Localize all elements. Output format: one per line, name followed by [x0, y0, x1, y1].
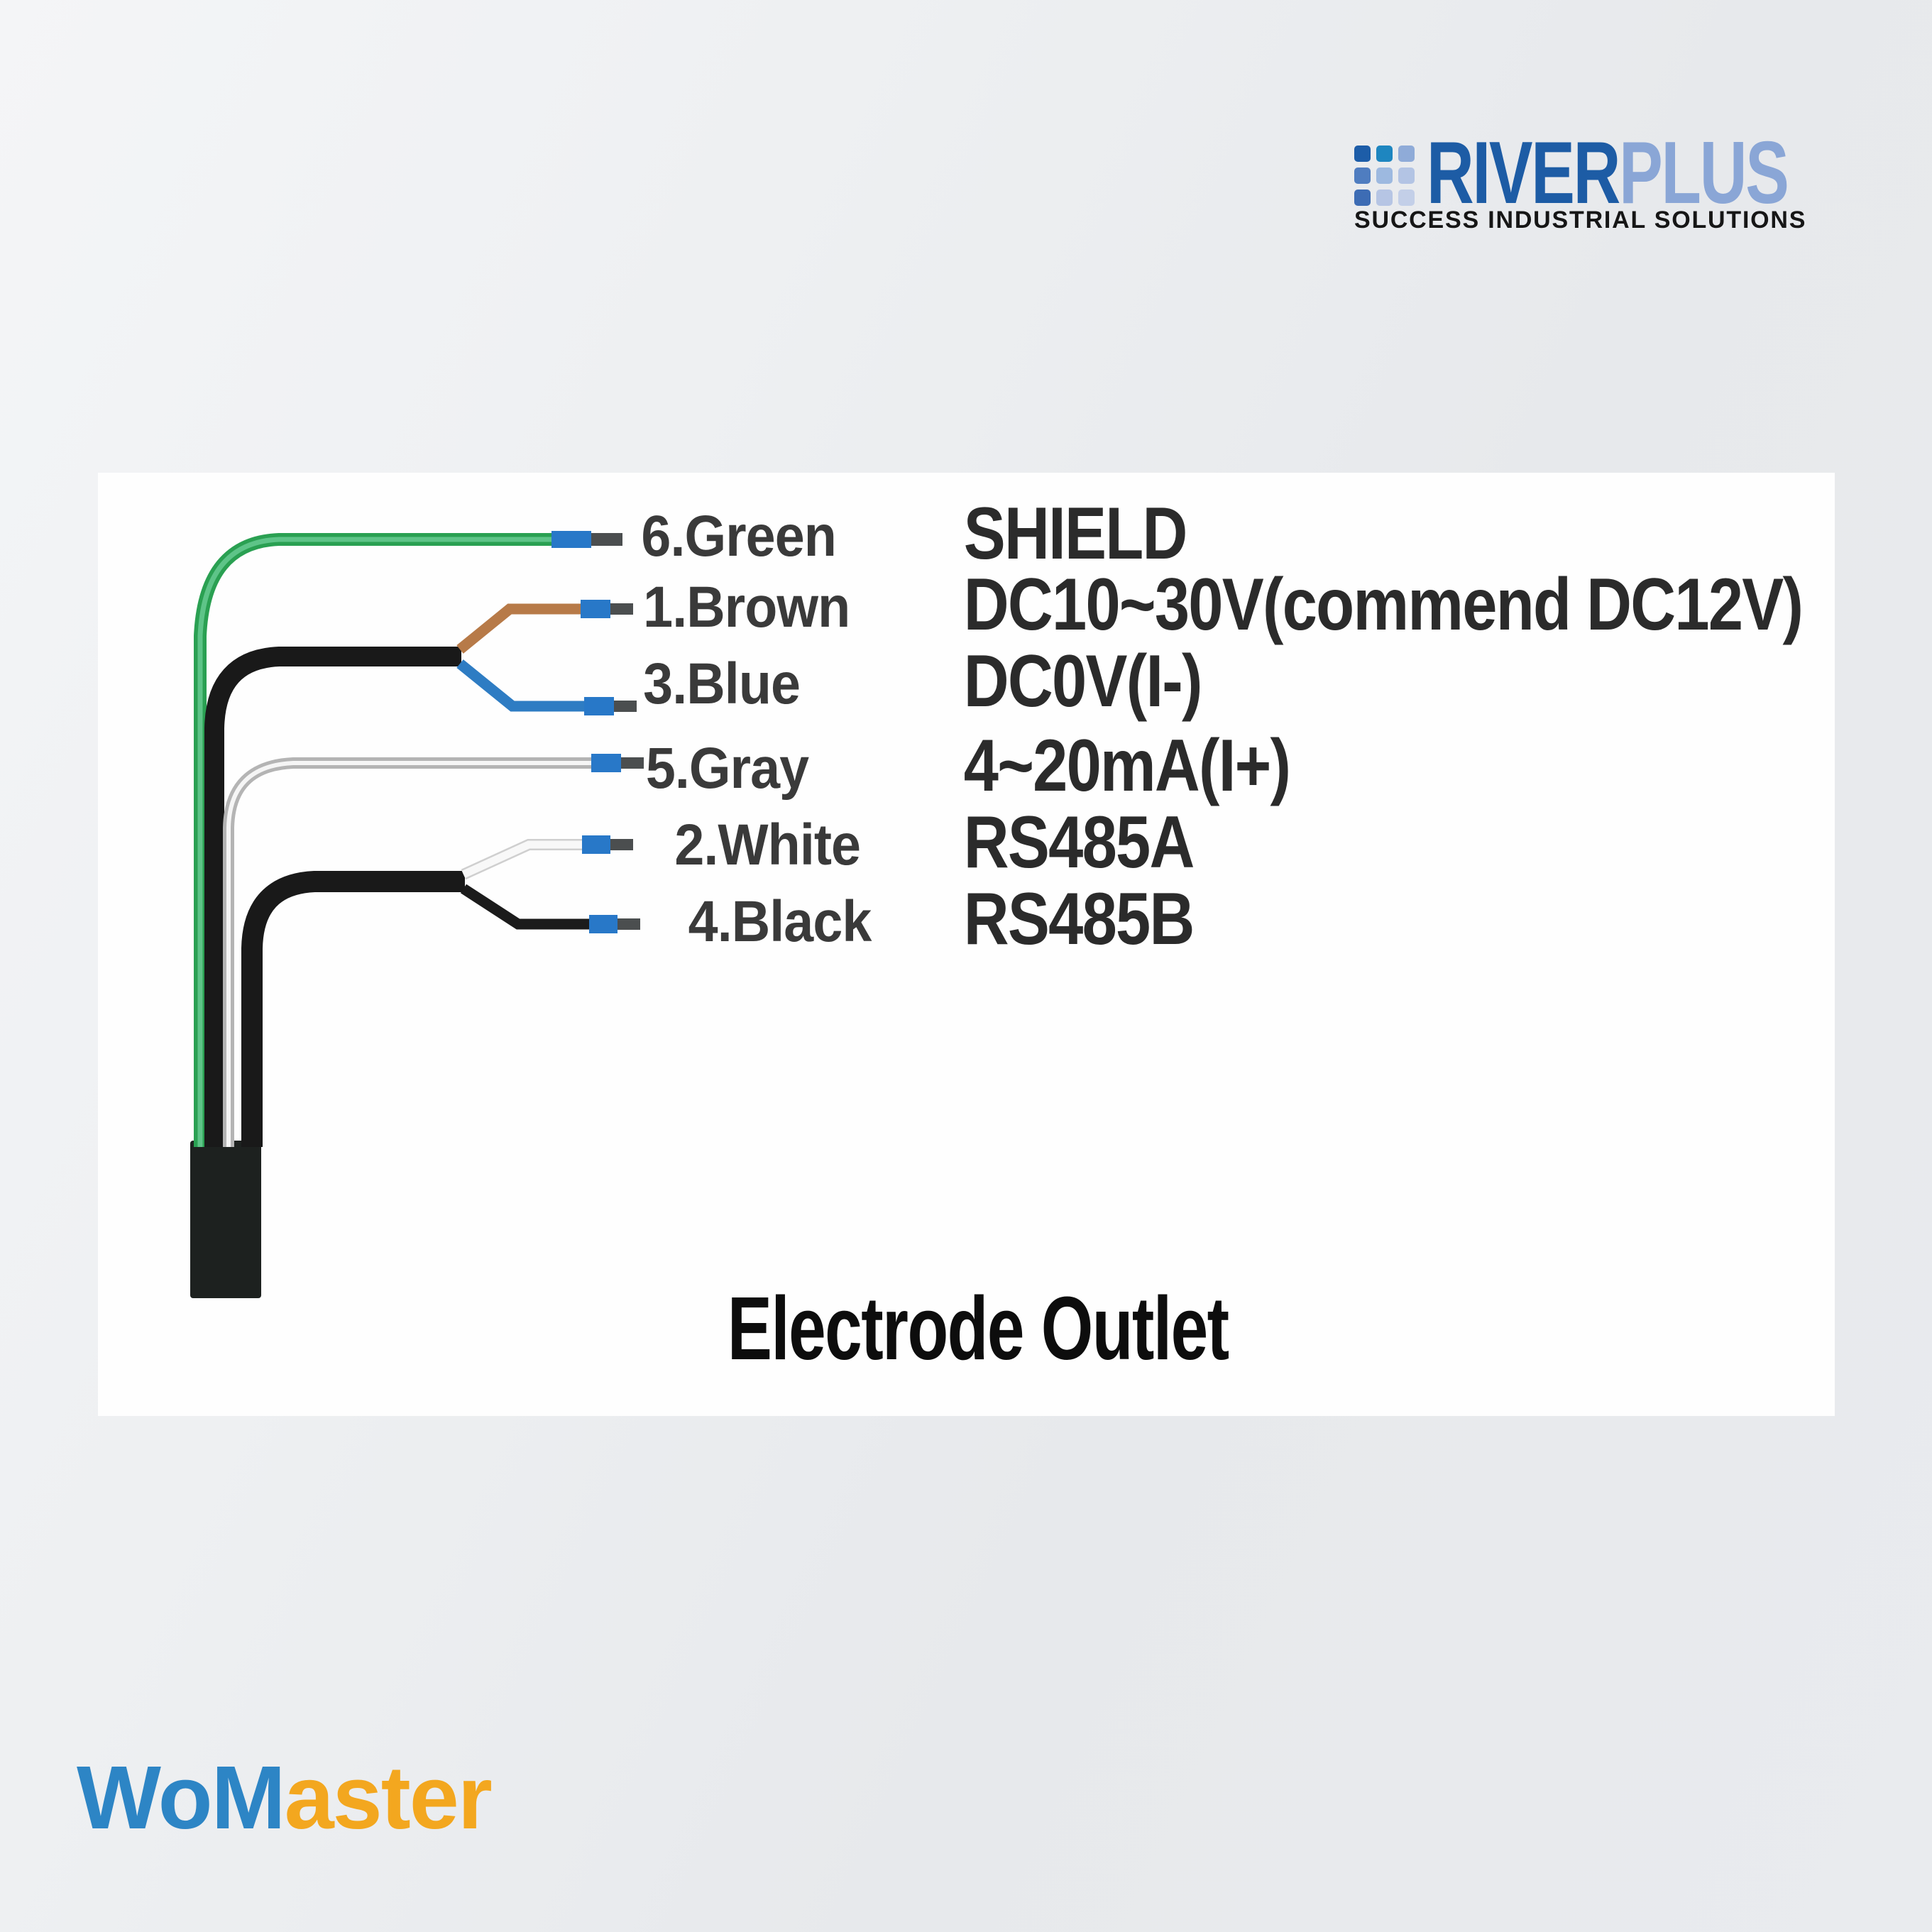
function-label-shield: SHIELD: [964, 493, 1187, 574]
green-connector-tip: [591, 533, 622, 546]
riverplus-grid-cell: [1354, 146, 1371, 162]
function-label-current: 4~20mA(I+): [964, 725, 1290, 806]
function-label-dc0v: DC0V(I-): [964, 640, 1202, 722]
wire-label-black: 4.Black: [688, 889, 872, 954]
electrode-outlet-panel: 6.Green 1.Brown 3.Blue 5.Gray 2.White 4.…: [98, 473, 1835, 1416]
riverplus-grid-cell: [1376, 190, 1393, 206]
riverplus-grid-cell: [1398, 146, 1415, 162]
black-connector-tip: [618, 918, 640, 930]
diagram-title: Electrode Outlet: [728, 1278, 1229, 1378]
gray-connector-tip: [621, 757, 644, 769]
wire-label-blue: 3.Blue: [643, 651, 800, 716]
riverplus-tagline: SUCCESS INDUSTRIAL SOLUTIONS: [1354, 207, 1807, 234]
wire-label-white: 2.White: [674, 812, 860, 877]
gray-wire-highlight: [226, 761, 593, 1147]
riverplus-grid-cell: [1376, 168, 1393, 184]
black-connector: [589, 915, 618, 933]
function-label-rs485a: RS485A: [964, 801, 1194, 883]
black-wire: [460, 884, 591, 930]
riverplus-grid-cell: [1354, 168, 1371, 184]
brown-wire: [456, 603, 582, 654]
blue-connector-tip: [614, 701, 637, 712]
riverplus-grid-cell: [1398, 168, 1415, 184]
white-connector: [582, 835, 610, 854]
womaster-part2: aster: [284, 1747, 493, 1848]
green-connector: [551, 531, 591, 548]
womaster-part1: WoM: [77, 1747, 286, 1848]
blue-connector: [584, 697, 614, 715]
gray-wire: [223, 757, 593, 1147]
function-label-rs485b: RS485B: [964, 878, 1194, 960]
riverplus-logo: RIVERPLUS SUCCESS INDUSTRIAL SOLUTIONS: [1349, 129, 1845, 263]
green-wire-highlight: [197, 537, 554, 1147]
gray-connector: [591, 754, 621, 772]
riverplus-grid-icon: [1354, 146, 1415, 206]
riverplus-grid-cell: [1354, 190, 1371, 206]
wire-label-green: 6.Green: [641, 503, 835, 569]
womaster-logo: WoMaster: [77, 1753, 493, 1843]
cable-sleeve: [190, 1141, 261, 1298]
riverplus-wordmark: RIVERPLUS: [1427, 129, 1789, 217]
function-label-power: DC10~30V(commend DC12V): [964, 564, 1803, 645]
riverplus-grid-cell: [1398, 190, 1415, 206]
riverplus-grid-cell: [1376, 146, 1393, 162]
riverplus-word-plus: PLUS: [1619, 124, 1789, 222]
black-cable-1: [204, 647, 461, 1147]
blue-wire: [456, 659, 586, 712]
wire-label-brown: 1.Brown: [643, 574, 850, 640]
wire-label-gray: 5.Gray: [646, 735, 809, 801]
black-cable-2: [241, 871, 465, 1147]
brown-connector-tip: [610, 603, 633, 615]
brown-connector: [581, 600, 610, 618]
wiring-diagram: 6.Green 1.Brown 3.Blue 5.Gray 2.White 4.…: [190, 493, 1804, 1378]
white-connector-tip: [610, 839, 633, 850]
riverplus-word-river: RIVER: [1427, 124, 1620, 222]
white-wire: [461, 840, 583, 879]
